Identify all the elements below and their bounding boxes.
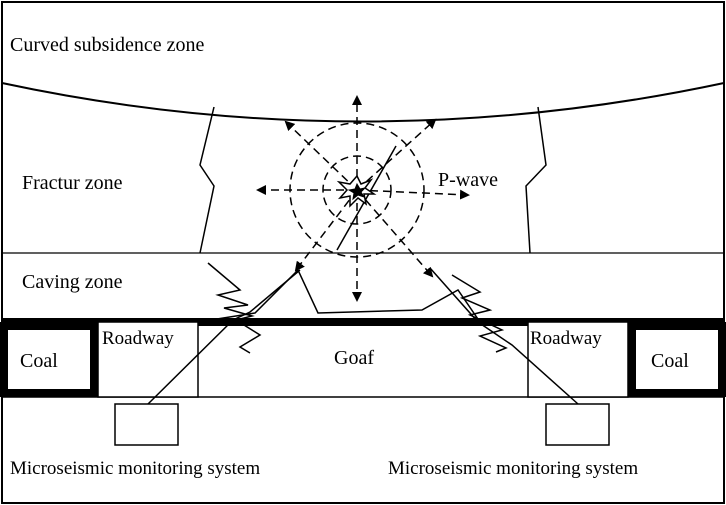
- coal-right-block: [628, 322, 726, 397]
- arrow-right: [356, 189, 470, 200]
- fracture-left-boundary: [199, 106, 215, 254]
- fracture-zone-label: Fractur zone: [22, 172, 123, 194]
- source-fracture-line: [336, 145, 397, 251]
- left-crack: [207, 262, 262, 354]
- monitor-right-label: Microseismic monitoring system: [388, 458, 638, 479]
- coal-left-block: [0, 322, 98, 397]
- goaf-label: Goaf: [334, 347, 374, 369]
- caving-zone-label: Caving zone: [22, 271, 123, 293]
- roadway-right-label: Roadway: [530, 328, 602, 349]
- monitor-left-label: Microseismic monitoring system: [10, 458, 260, 479]
- seismic-source-core: [347, 182, 367, 201]
- p-wave-label: P-wave: [438, 169, 498, 191]
- right-crack: [451, 274, 508, 353]
- coal-right-label: Coal: [651, 350, 689, 372]
- arrow-down-left: [294, 189, 358, 272]
- fracture-right-boundary: [525, 106, 547, 254]
- roadway-left-box: [97, 321, 199, 398]
- wave-arrows: [256, 95, 470, 302]
- arrow-down-right: [356, 189, 434, 278]
- roadway-left-label: Roadway: [102, 328, 174, 349]
- roadway-right-box: [527, 321, 629, 398]
- monitor-right-box: [545, 403, 610, 446]
- right-monitor-cable: [429, 267, 579, 405]
- arrow-up-left: [284, 120, 358, 191]
- curved-zone-label: Curved subsidence zone: [10, 34, 205, 56]
- coal-left-label: Coal: [20, 350, 58, 372]
- goaf-roof-line: [197, 268, 528, 323]
- monitor-left-box: [114, 403, 179, 446]
- subsidence-curve: [1, 82, 725, 123]
- arrow-up-right: [356, 118, 437, 191]
- left-monitor-cable: [147, 269, 301, 405]
